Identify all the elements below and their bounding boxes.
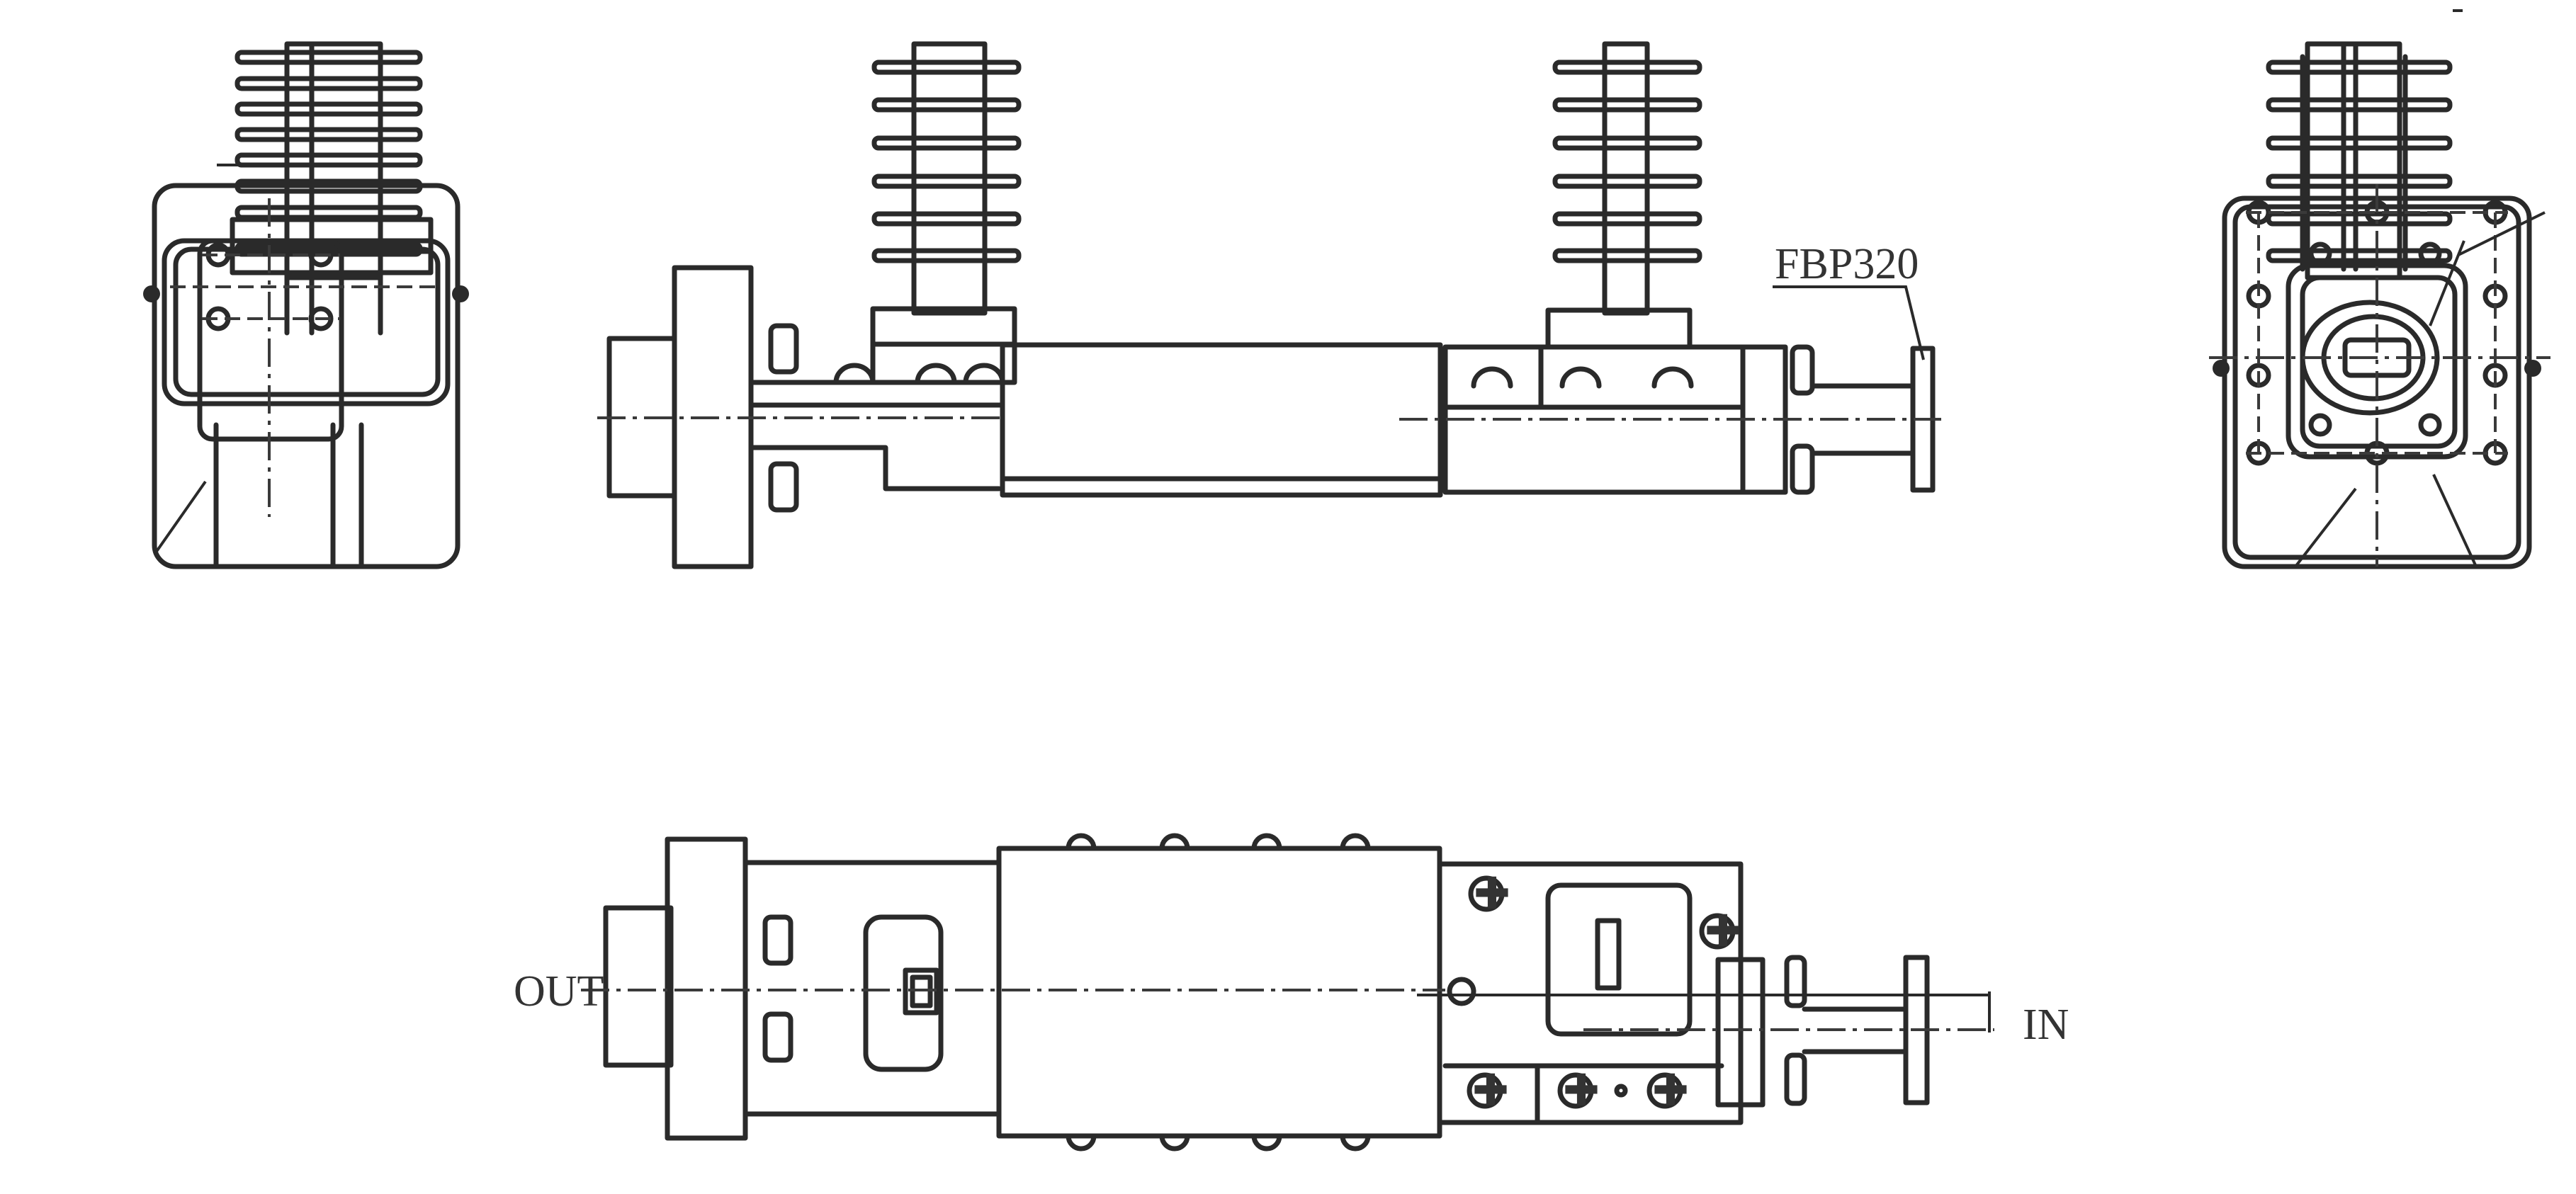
svg-text:✚: ✚ xyxy=(1474,870,1510,919)
left-post-fins xyxy=(871,59,1022,263)
left-end-view xyxy=(143,41,469,569)
front-elevation: FBP320 xyxy=(597,41,1941,569)
svg-text:✚: ✚ xyxy=(1563,1067,1600,1115)
svg-text:✚: ✚ xyxy=(1472,1067,1509,1115)
plan-view: ✚ ✚ ✚ ✚ ✚ OUT IN xyxy=(514,833,2069,1152)
right-view-fins xyxy=(2266,59,2453,263)
bottom-screw-heads xyxy=(1066,1133,1371,1152)
output-port-label: OUT xyxy=(514,967,604,1016)
plan-main-body xyxy=(996,846,1442,1139)
top-screw-heads xyxy=(1066,833,1371,851)
cooling-fins xyxy=(235,50,423,257)
part-number-label: FBP320 xyxy=(1775,240,1919,288)
phillips-screws: ✚ ✚ ✚ ✚ ✚ xyxy=(1447,870,1741,1115)
right-end-view xyxy=(2209,41,2550,569)
svg-text:✚: ✚ xyxy=(1652,1067,1689,1115)
right-post-fins xyxy=(1552,59,1702,263)
svg-text:✚: ✚ xyxy=(1705,908,1741,956)
input-port-label: IN xyxy=(2023,1001,2069,1049)
main-body xyxy=(1000,342,1443,498)
